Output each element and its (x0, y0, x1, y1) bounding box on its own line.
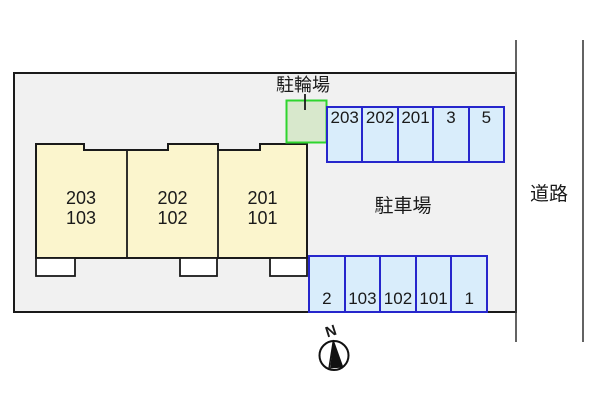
car-parking-label: 駐車場 (374, 196, 432, 217)
compass (318, 339, 350, 371)
parking-space-number: 101 (419, 289, 448, 308)
road-label: 道路 (529, 184, 568, 205)
parking-space-number: 103 (348, 289, 377, 308)
parking-row-top: 203 202 201 3 5 (326, 106, 505, 163)
parking-space: 202 (361, 108, 397, 161)
compass-needle (330, 339, 344, 369)
building-unit-label: 203 103 (36, 188, 126, 228)
parking-space: 5 (467, 108, 504, 161)
parking-space-number: 2 (322, 289, 332, 308)
parking-space-number: 102 (383, 289, 413, 308)
parking-space-number: 5 (481, 108, 492, 127)
compass-circle (318, 340, 350, 371)
parking-space: 3 (432, 108, 468, 161)
parking-space: 201 (396, 108, 433, 161)
unit-number-upper: 201 (247, 188, 278, 208)
parking-space-number: 3 (446, 108, 456, 127)
parking-row-bottom: 2 103 102 101 1 (308, 255, 488, 313)
unit-number-lower: 101 (247, 208, 278, 228)
parking-space-number: 203 (330, 108, 359, 127)
building-unit-label: 202 102 (127, 188, 218, 228)
compass-north-label: N (323, 321, 339, 342)
parking-space-number: 202 (365, 108, 395, 127)
building-unit-label: 201 101 (218, 188, 307, 228)
parking-space-number: 1 (464, 289, 474, 308)
parking-space: 103 (343, 257, 380, 311)
unit-number-lower: 103 (65, 208, 97, 228)
parking-space: 1 (450, 257, 486, 311)
unit-number-upper: 203 (65, 188, 97, 208)
bicycle-parking-label: 駐輪場 (276, 75, 330, 95)
unit-number-lower: 102 (157, 208, 188, 228)
compass-needle-edge (328, 339, 335, 369)
parking-space: 2 (310, 257, 344, 311)
unit-number-upper: 202 (157, 188, 188, 208)
parking-space: 101 (414, 257, 451, 311)
parking-space: 102 (379, 257, 415, 311)
parking-space: 203 (328, 108, 362, 161)
parking-space-number: 201 (401, 108, 430, 127)
